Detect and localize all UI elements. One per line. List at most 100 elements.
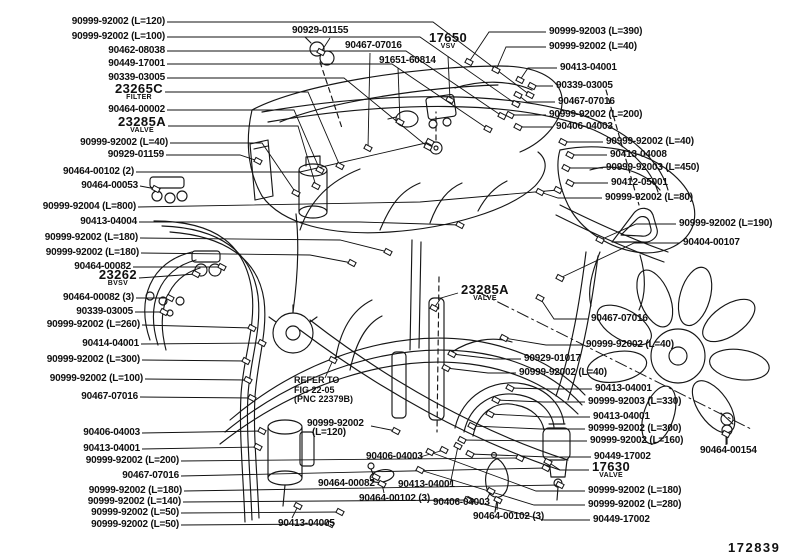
part-label: 90404-00107 [683,237,740,249]
part-number: 90464-00082 (3) [63,292,134,303]
part-number: 90404-00107 [683,237,740,248]
part-number: 90999-92002 (L=160) [590,435,684,446]
part-label: 91651-60814 [379,55,436,67]
part-number: 90999-92002 (L=100) [71,31,165,42]
part-number: 90467-07016 [558,96,615,107]
part-label: 90999-92002 [307,418,364,430]
part-label: 90999-92002 (L=140) [88,496,181,508]
part-number: 90999-92002 (L=120) [71,16,165,27]
part-number: 23285A [461,282,509,297]
part-number: 90999-92002 (L=40) [549,41,637,52]
part-number: 90464-00053 [81,180,138,191]
part-label: 90999-92003 (L=390) [549,26,642,38]
part-number: 90467-07016 [591,313,648,324]
engine-plenum [247,65,563,234]
part-label: 90999-92002 (L=300) [588,423,681,435]
part-label: 90406-04003 [433,497,490,509]
part-number: 90406-04003 [556,121,613,132]
part-label: 90999-92002 (L=40) [519,367,607,379]
part-number: 90413-04001 [83,443,140,454]
part-number: 90999-92003 (L=450) [606,162,700,173]
part-label: 90464-00082 [74,261,131,273]
refer-note-line: (PNC 22379B) [294,394,354,404]
part-label: 90413-04001 [398,479,455,491]
part-sub-label: VSV [440,43,456,50]
part-label: 90929-01155 [292,25,348,37]
part-label: 90464-00082 (3) [63,292,134,304]
part-sub-label: BVSV [107,280,129,287]
part-number: 90467-07016 [122,470,179,481]
part-number: 90413-04005 [278,518,335,529]
part-number: 90413-04001 [398,479,455,490]
part-label: 90412-05001 [611,177,668,189]
part-number: 90999-92002 (L=40) [606,136,694,147]
hose-fittings [151,47,731,529]
part-number: 90999-92002 [307,418,364,429]
part-label: 90929-01159 [108,149,164,161]
part-number: 90449-17002 [593,514,650,525]
part-label: 90464-00154 [700,445,757,457]
part-number: 90339-03005 [76,306,133,317]
part-label: 90999-92002 (L=100) [50,373,143,385]
part-number: 90462-08038 [108,45,165,56]
part-label: 90464-00102 (3) [359,493,430,505]
part-label: 90999-92002 (L=80) [605,192,693,204]
part-number: 90413-04001 [593,411,650,422]
part-label: 90467-07016 [591,313,648,325]
part-label: 90413-04001 [593,411,650,423]
part-number: 90413-04004 [80,216,137,227]
part-number: 90999-92002 (L=260) [46,319,140,330]
part-number: 90999-92002 (L=200) [549,109,643,120]
part-label: 90999-92002 (L=180) [45,232,138,244]
part-number: 90999-92002 (L=190) [679,218,773,229]
part-number: 90999-92002 (L=280) [588,499,682,510]
part-number: 90464-00102 (3) [359,493,430,504]
part-number: 90339-03005 [556,80,613,91]
part-label: 90999-92003 (L=330) [588,396,681,408]
part-number: 90999-92002 (L=180) [88,485,182,496]
part-number: 90413-04001 [595,383,652,394]
part-label: 90999-92002 (L=180) [46,247,139,259]
part-number: 90929-01017 [524,353,581,364]
part-number: 90999-92002 (L=200) [85,455,179,466]
part-label: 90449-17002 [594,451,651,463]
part-number: 90999-92002 (L=300) [588,423,682,434]
part-number: 90467-07016 [81,391,138,402]
part-number: 90464-00154 [700,445,757,456]
part-number: 90999-92002 (L=180) [44,232,138,243]
part-number: 90449-17002 [594,451,651,462]
part-number: 90464-00082 [74,261,131,272]
leader-lines [133,21,727,526]
part-label: 90999-92002 (L=120) [72,16,165,28]
part-label: 90464-00102 (3) [473,511,544,523]
part-number: 90464-00102 (3) [473,511,544,522]
part-number: 90999-92002 (L=100) [49,373,143,384]
part-label: 90413-04001 [83,443,140,455]
part-sub-label: VALVE [473,295,497,302]
part-label: 90406-04003 [556,121,613,133]
part-label: (L=120) [312,427,346,439]
part-number: 90406-04003 [366,451,423,462]
part-number: 90999-92002 (L=80) [605,192,693,203]
part-label: 90999-92002 (L=180) [588,485,681,497]
part-label: 90999-92002 (L=50) [91,507,179,519]
part-number: 90999-92002 (L=300) [46,354,140,365]
part-sub-label: VALVE [599,472,623,479]
part-label: 90339-03005 [556,80,613,92]
part-label: 90464-00082 [318,478,375,490]
part-label: 90413-04001 [560,62,617,74]
part-label: 90339-03005 [76,306,133,318]
part-number: 90339-03005 [108,72,165,83]
part-number: 90999-92002 (L=180) [588,485,682,496]
part-label: 90999-92003 (L=450) [606,162,699,174]
part-sub-label: VALVE [130,127,154,134]
diagram-number: 172839 [728,540,781,555]
part-number: 90413-04001 [560,62,617,73]
part-number: 23285A [118,114,166,129]
